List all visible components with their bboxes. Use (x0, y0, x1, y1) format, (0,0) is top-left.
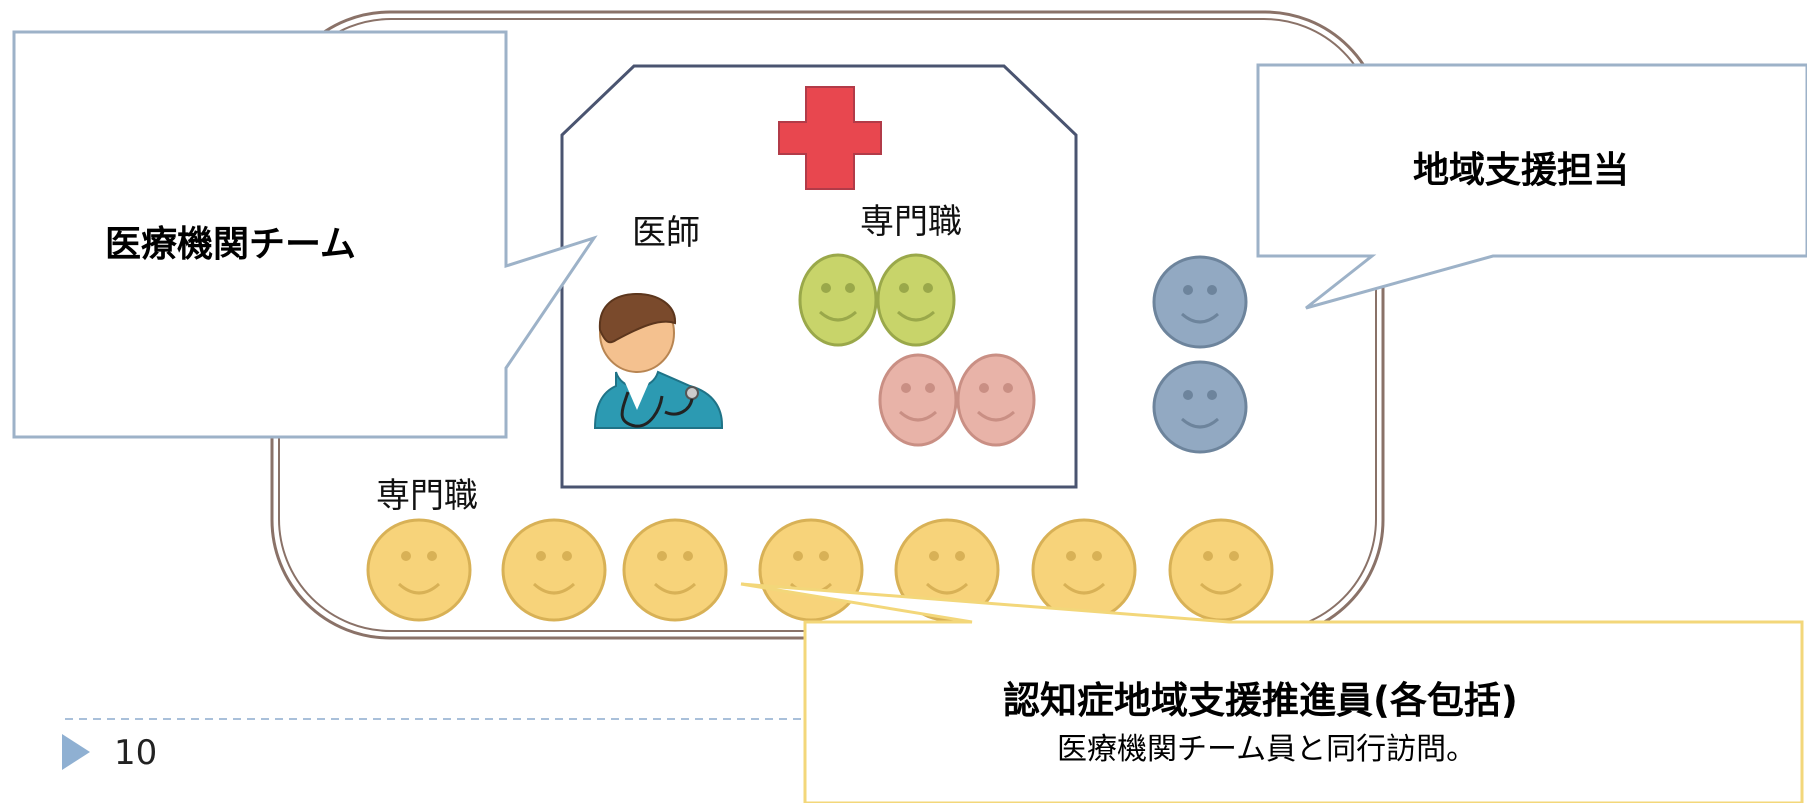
smiley-yellow-3 (622, 518, 728, 622)
doctor-label: 医師 (632, 213, 700, 253)
specialists-inner-label: 専門職 (860, 202, 962, 242)
smiley-yellow-4 (758, 518, 864, 622)
promoter-subtitle: 医療機関チーム員と同行訪問。 (1057, 732, 1477, 767)
smiley-green-1 (798, 253, 878, 347)
smiley-yellow-1 (366, 518, 472, 622)
medical-team-title: 医療機関チーム (105, 224, 356, 265)
specialists-outer-label: 専門職 (376, 476, 478, 516)
smiley-blue-2 (1152, 360, 1248, 454)
promoter-callout (740, 582, 1804, 803)
regional-support-callout (1256, 63, 1807, 310)
red-cross-icon (778, 86, 882, 190)
smiley-yellow-5 (894, 518, 1000, 622)
smiley-yellow-7 (1168, 518, 1274, 622)
smiley-blue-1 (1152, 255, 1248, 349)
medical-team-callout (12, 30, 598, 439)
triangle-bullet-icon (62, 734, 90, 770)
smiley-green-2 (876, 253, 956, 347)
smiley-pink-2 (956, 353, 1036, 447)
doctor-icon (593, 292, 723, 429)
smiley-yellow-2 (501, 518, 607, 622)
promoter-title: 認知症地域支援推進員(各包括) (1003, 679, 1518, 722)
regional-support-title: 地域支援担当 (1413, 150, 1630, 191)
smiley-yellow-6 (1031, 518, 1137, 622)
smiley-pink-1 (878, 353, 958, 447)
page-number: 10 (114, 733, 158, 773)
